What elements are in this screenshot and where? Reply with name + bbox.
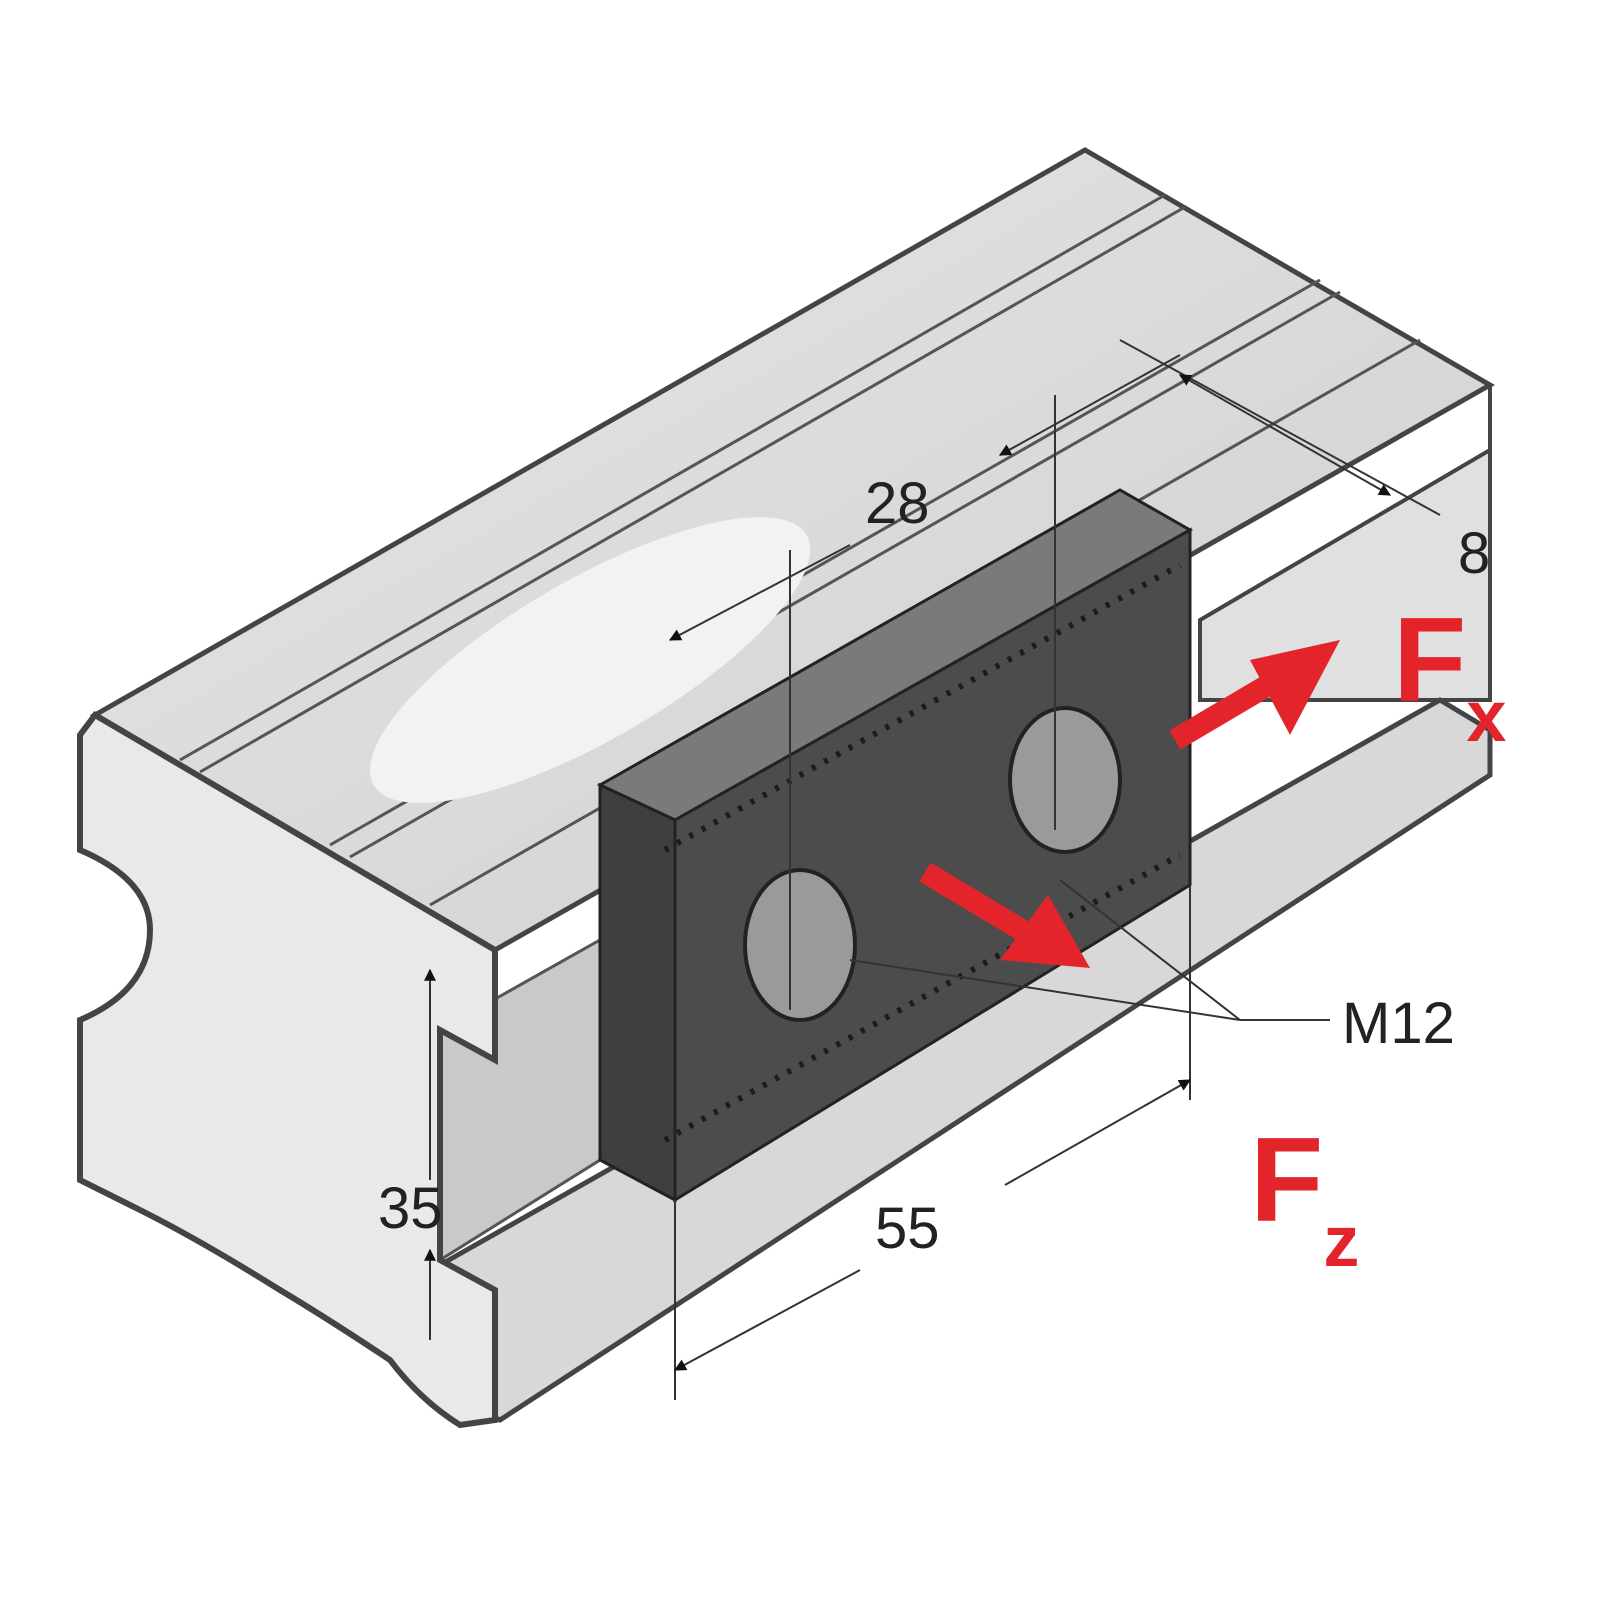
- threaded-hole: [743, 868, 857, 1022]
- nut-side-face: [598, 782, 677, 1203]
- dimension-lines: [424, 339, 1441, 1400]
- force-label-fz: Fz: [1250, 1120, 1359, 1278]
- dimension-label-35: 35: [378, 1176, 443, 1241]
- force-subscript: x: [1466, 677, 1507, 757]
- force-letter: F: [1250, 1113, 1324, 1247]
- rail-profile-end: [77, 711, 498, 1429]
- force-arrow-fz: [919, 862, 1090, 968]
- dimension-label-55: 55: [875, 1196, 940, 1261]
- thread-label-m12: M12: [1342, 991, 1455, 1056]
- dimension-label-8: 8: [1458, 521, 1491, 586]
- dimension-label-28: 28: [865, 471, 930, 536]
- rail-slot: [369, 517, 811, 803]
- nut-serrations: [663, 562, 1182, 1143]
- force-arrow-fx: [1169, 640, 1340, 750]
- threaded-hole: [1008, 706, 1122, 854]
- force-letter: F: [1393, 593, 1467, 727]
- force-subscript: z: [1323, 1202, 1360, 1282]
- force-label-fx: Fx: [1393, 600, 1506, 753]
